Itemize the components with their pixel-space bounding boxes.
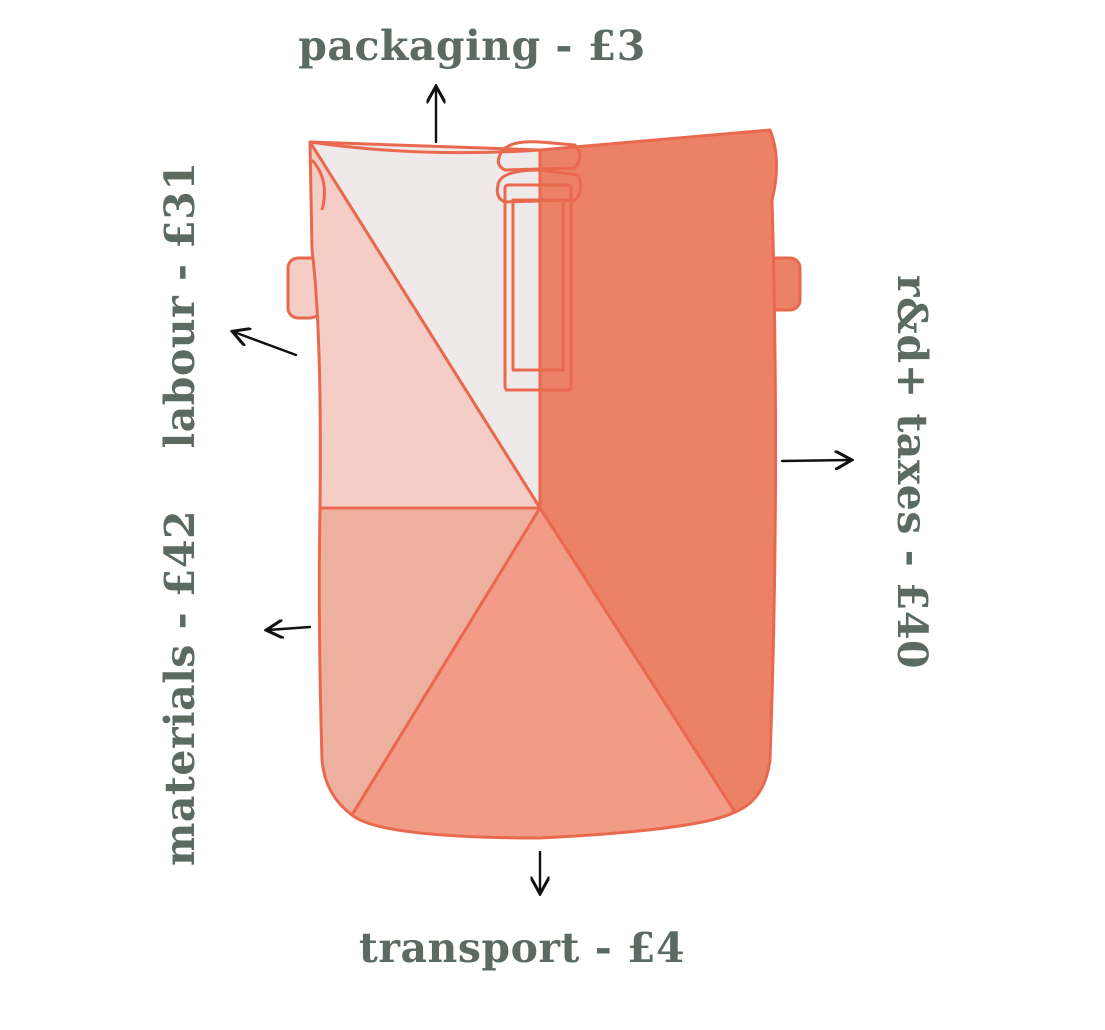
- segment-labour: [308, 140, 542, 510]
- segment-rd-taxes: [538, 128, 779, 814]
- arrow-rd-taxes: [780, 460, 850, 461]
- strap: [495, 140, 583, 392]
- segment-transport: [350, 506, 737, 840]
- arrow-materials: [268, 627, 312, 630]
- arrow-labour: [234, 332, 298, 357]
- roll-top: [309, 140, 541, 211]
- label-rd-taxes: r&d+ taxes - £40: [888, 274, 936, 670]
- segment-materials: [317, 506, 542, 817]
- label-labour: labour - £31: [156, 161, 204, 449]
- label-materials: materials - £42: [156, 509, 204, 867]
- label-packaging: packaging - £3: [298, 22, 646, 70]
- label-transport: transport - £4: [358, 924, 686, 972]
